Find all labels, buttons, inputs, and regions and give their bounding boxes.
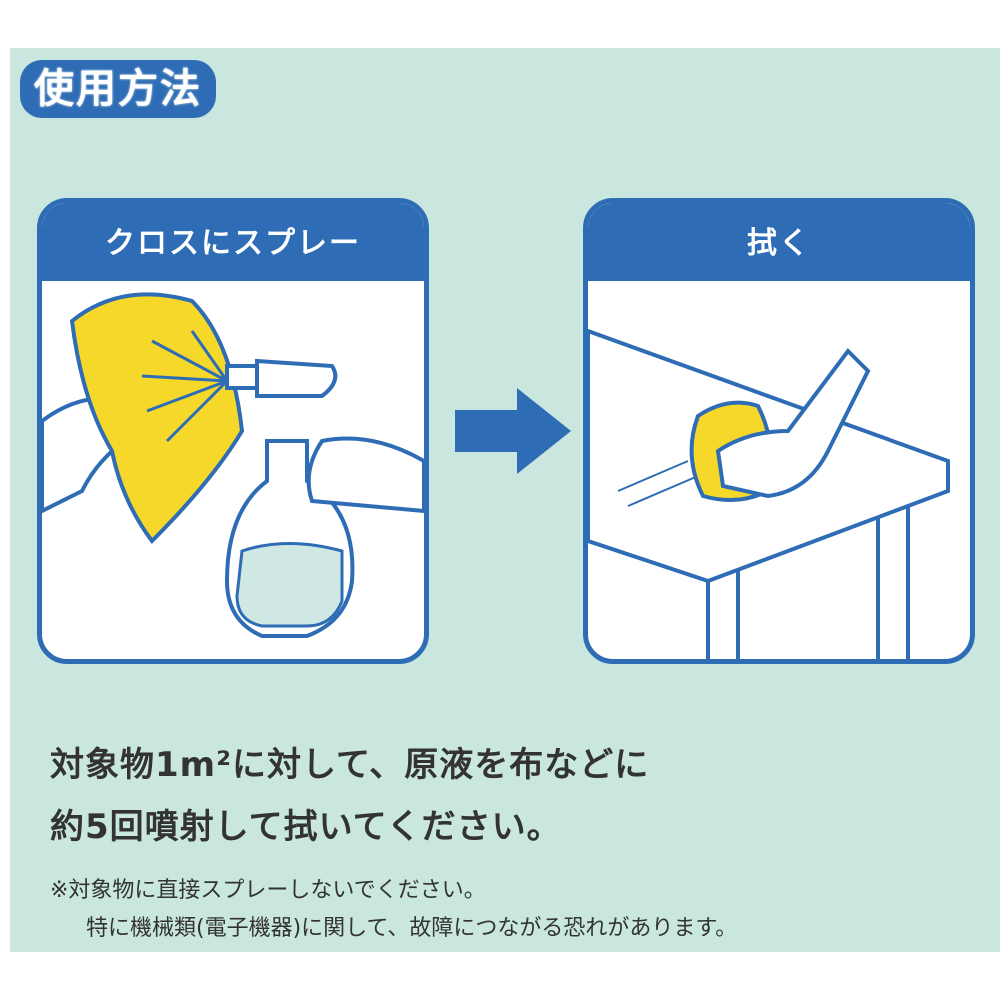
instruction-text: 対象物1m²に対して、原液を布などに 約5回噴射して拭いてください。 — [50, 734, 649, 858]
step-spray-panel: クロスにスプレー — [37, 198, 429, 664]
caution-note: ※対象物に直接スプレーしないでください。 特に機械類(電子機器)に関して、故障に… — [50, 872, 737, 948]
instruction-line: 対象物1m²に対して、原液を布などに — [50, 745, 650, 785]
arrow-right-icon — [455, 388, 571, 474]
cloth-icon — [69, 292, 245, 545]
step-wipe-panel: 拭く — [583, 198, 975, 664]
wipe-table-illustration — [588, 328, 950, 659]
hand-icon — [715, 347, 871, 499]
note-line: 特に機械類(電子機器)に関して、故障につながる恐れがあります。 — [86, 916, 738, 941]
spray-cloth-illustration — [42, 292, 424, 638]
step-label: 拭く — [588, 203, 970, 281]
note-line: ※対象物に直接スプレーしないでください。 — [50, 878, 486, 903]
step-label: クロスにスプレー — [42, 203, 424, 281]
page-title: 使用方法 — [20, 60, 216, 118]
instruction-line: 約5回噴射して拭いてください。 — [50, 807, 562, 847]
